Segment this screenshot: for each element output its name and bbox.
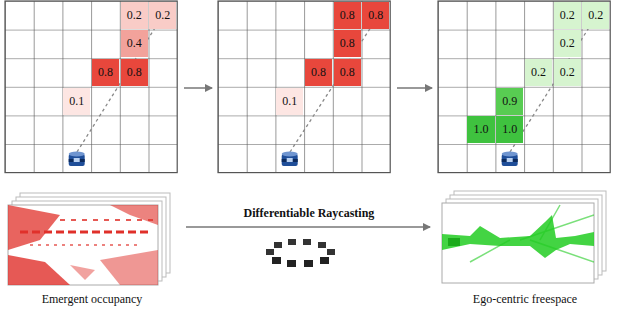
- freespace-image: [442, 205, 594, 262]
- freespace-grid: [438, 1, 610, 173]
- occupancy-blob: [8, 205, 60, 250]
- cell-value: 0.8: [305, 59, 332, 86]
- occupancy-streak: [30, 244, 140, 246]
- raycast-arrow: [186, 226, 430, 228]
- camera-icon: [288, 239, 296, 245]
- cell-value: 0.2: [554, 30, 581, 57]
- image-sheet: [8, 205, 158, 285]
- freespace-area: [442, 215, 594, 258]
- camera-icon: [274, 242, 282, 248]
- cell-value: 0.2: [554, 59, 581, 86]
- occupancy-streak: [20, 231, 150, 234]
- camera-icon: [304, 260, 313, 267]
- occupancy-blob: [100, 250, 158, 285]
- cell-value: 0.9: [496, 88, 523, 115]
- camera-icon: [320, 257, 329, 264]
- step-arrow: [184, 87, 212, 89]
- lidar-icon: [282, 152, 298, 167]
- grid-lines: [438, 1, 610, 173]
- cell-value: 0.8: [334, 30, 361, 57]
- camera-icon: [327, 249, 335, 255]
- caption: Ego-centric freespace: [473, 293, 577, 306]
- occupancy-grid: [218, 1, 390, 173]
- image-stack: [8, 193, 170, 285]
- grid-lines: [5, 1, 177, 173]
- cell-value: 0.8: [362, 2, 389, 29]
- occupancy-blob: [8, 255, 70, 285]
- grid-lines: [218, 1, 390, 173]
- step-arrow: [397, 87, 432, 89]
- cell-value: 0.2: [525, 59, 552, 86]
- occupancy-grid: [5, 1, 177, 173]
- occupancy-blob: [110, 205, 158, 225]
- camera-icon: [287, 260, 296, 267]
- camera-icon: [266, 249, 274, 255]
- cell-value: 0.2: [582, 2, 609, 29]
- image-sheet: [442, 203, 594, 283]
- occupancy-blob: [70, 265, 95, 280]
- image-stack: [442, 191, 606, 283]
- lidar-icon: [502, 152, 518, 167]
- cell-value: 1.0: [496, 116, 523, 143]
- lidar-icon: [69, 152, 85, 167]
- camera-icon: [272, 257, 281, 264]
- cell-value: 0.2: [121, 2, 148, 29]
- cell-value: 0.2: [554, 2, 581, 29]
- caption: Emergent occupancy: [42, 293, 143, 306]
- cell-value: 0.1: [63, 88, 90, 115]
- cell-value: 0.1: [276, 88, 303, 115]
- cell-value: 0.2: [149, 2, 176, 29]
- camera-icon: [318, 242, 326, 248]
- freespace-ray: [470, 205, 594, 262]
- cell-value: 0.8: [334, 59, 361, 86]
- arrow-label: Differentiable Raycasting: [242, 207, 377, 220]
- camera-icon: [303, 239, 311, 245]
- cell-value: 1.0: [467, 116, 494, 143]
- occupancy-image: [8, 205, 158, 285]
- cell-value: 0.8: [121, 59, 148, 86]
- camera-ring: [266, 239, 335, 267]
- cell-value: 0.4: [121, 30, 148, 57]
- freespace-area: [448, 238, 460, 246]
- cell-value: 0.8: [334, 2, 361, 29]
- cell-value: 0.8: [92, 59, 119, 86]
